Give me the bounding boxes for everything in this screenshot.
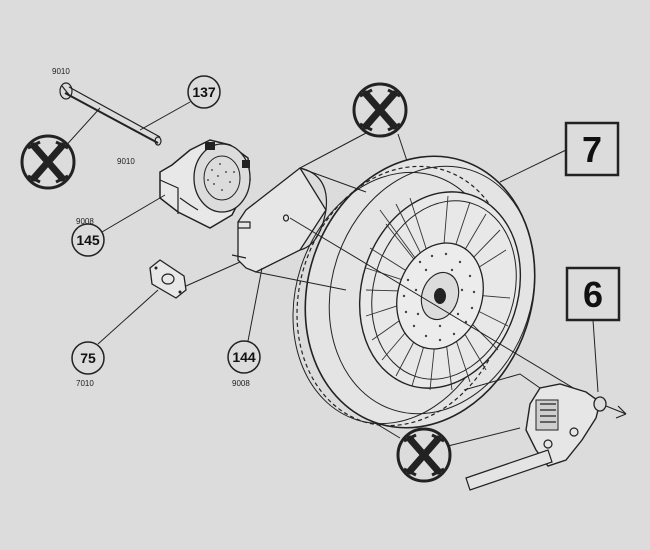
- reference-box-6-label: 6: [583, 274, 603, 315]
- callout-137: 137: [187, 75, 221, 109]
- callout-144: 144: [227, 340, 261, 374]
- callout-144-code: 9008: [232, 379, 250, 388]
- callout-137-label: 137: [192, 84, 216, 100]
- no-tool-mark-bottom: [396, 427, 452, 483]
- caliper-bracket-right: [525, 383, 627, 467]
- spacer-plate: [149, 259, 187, 299]
- spindle-rod: [465, 449, 553, 491]
- callout-75-code: 7010: [76, 379, 94, 388]
- reference-box-6: 6: [565, 266, 621, 322]
- reference-box-7: 7: [564, 121, 620, 177]
- axle-top-code: 9010: [52, 67, 70, 76]
- callout-145: 145: [71, 223, 105, 257]
- axle-spindle: [59, 82, 162, 146]
- no-tool-mark-top: [352, 82, 408, 138]
- no-tool-mark-left: [20, 134, 76, 190]
- wheel-assembly: [292, 155, 536, 429]
- brake-caliper-housing: [159, 139, 251, 229]
- reference-box-7-label: 7: [582, 129, 602, 170]
- axle-bottom-code: 9010: [117, 157, 135, 166]
- callout-75: 75: [71, 341, 105, 375]
- callout-144-label: 144: [232, 349, 256, 365]
- callout-75-label: 75: [80, 350, 96, 366]
- callout-145-label: 145: [76, 232, 100, 248]
- callout-145-code: 9008: [76, 217, 94, 226]
